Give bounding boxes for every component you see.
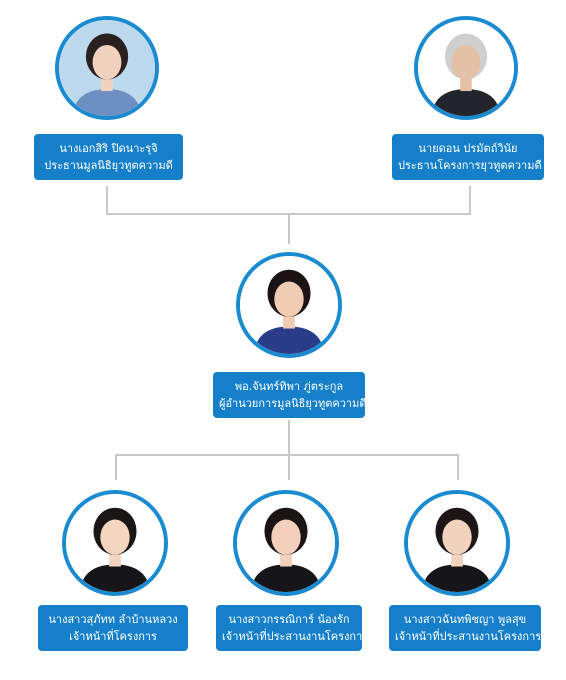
portrait-director (236, 252, 342, 358)
portrait-illustration (237, 494, 335, 592)
label-chair-foundation: นางเอกสิริ ปิดนาะรุจิ ประธานมูลนิธิยุวทู… (34, 134, 183, 180)
person-role: เจ้าหน้าที่โครงการ (69, 630, 157, 643)
portrait-neck (460, 75, 472, 92)
portrait-neck (101, 75, 113, 92)
portrait-neck (109, 550, 121, 567)
portrait-face (451, 44, 481, 80)
portrait-staff-2 (233, 490, 339, 596)
portrait-shoulders (253, 326, 325, 354)
portrait-face (100, 519, 130, 555)
person-name: พอ.จันทร์ทิพา ภู่ตระกูล (234, 380, 344, 393)
portrait-staff-3 (404, 490, 510, 596)
portrait-shoulders (79, 564, 151, 592)
portrait-shoulders (72, 89, 142, 116)
portrait-chair-foundation (55, 16, 159, 120)
label-staff-1: นางสาวสุภัทท ลำบ้านหลวง เจ้าหน้าที่โครงก… (38, 605, 188, 651)
person-role: เจ้าหน้าที่ประสานงานโครงการ (222, 630, 369, 643)
label-staff-3: นางสาวฉันทพิชญา พูลสุข เจ้าหน้าที่ประสาน… (389, 605, 541, 651)
person-role: ประธานมูลนิธิยุวทูตความดี (44, 159, 173, 172)
person-role: เจ้าหน้าที่ประสานงานโครงการ (395, 630, 542, 643)
portrait-illustration (418, 20, 514, 116)
person-role: ผู้อำนวยการมูลนิธิยุวทูตความดี (219, 397, 367, 410)
portrait-chair-project (414, 16, 518, 120)
portrait-illustration (66, 494, 164, 592)
portrait-shoulders (431, 89, 501, 116)
portrait-face (274, 281, 304, 317)
portrait-shoulders (250, 564, 322, 592)
portrait-neck (283, 312, 295, 329)
person-name: นางเอกสิริ ปิดนาะรุจิ (59, 142, 158, 155)
portrait-illustration (240, 256, 338, 354)
connector-top-right (289, 186, 471, 215)
connector-top-left (106, 186, 289, 215)
portrait-face (442, 519, 472, 555)
portrait-illustration (59, 20, 155, 116)
portrait-shoulders (421, 564, 493, 592)
connector-bottom-bus (115, 454, 459, 480)
person-name: นางสาวฉันทพิชญา พูลสุข (403, 613, 527, 626)
label-director: พอ.จันทร์ทิพา ภู่ตระกูล ผู้อำนวยการมูลนิ… (213, 372, 367, 418)
portrait-illustration (408, 494, 506, 592)
person-role: ประธานโครงการยุวทูตความดี (398, 159, 542, 172)
person-name: นางสาวกรรณิการ์ น้องรัก (228, 613, 350, 626)
person-name: นายดอน ปรมัตถ์วินัย (418, 142, 518, 155)
portrait-face (271, 519, 301, 555)
label-chair-project: นายดอน ปรมัตถ์วินัย ประธานโครงการยุวทูตค… (392, 134, 544, 180)
portrait-face (92, 44, 122, 80)
person-name: นางสาวสุภัทท ลำบ้านหลวง (48, 613, 178, 626)
label-staff-2: นางสาวกรรณิการ์ น้องรัก เจ้าหน้าที่ประสา… (216, 605, 369, 651)
portrait-neck (280, 550, 292, 567)
portrait-staff-1 (62, 490, 168, 596)
portrait-neck (451, 550, 463, 567)
